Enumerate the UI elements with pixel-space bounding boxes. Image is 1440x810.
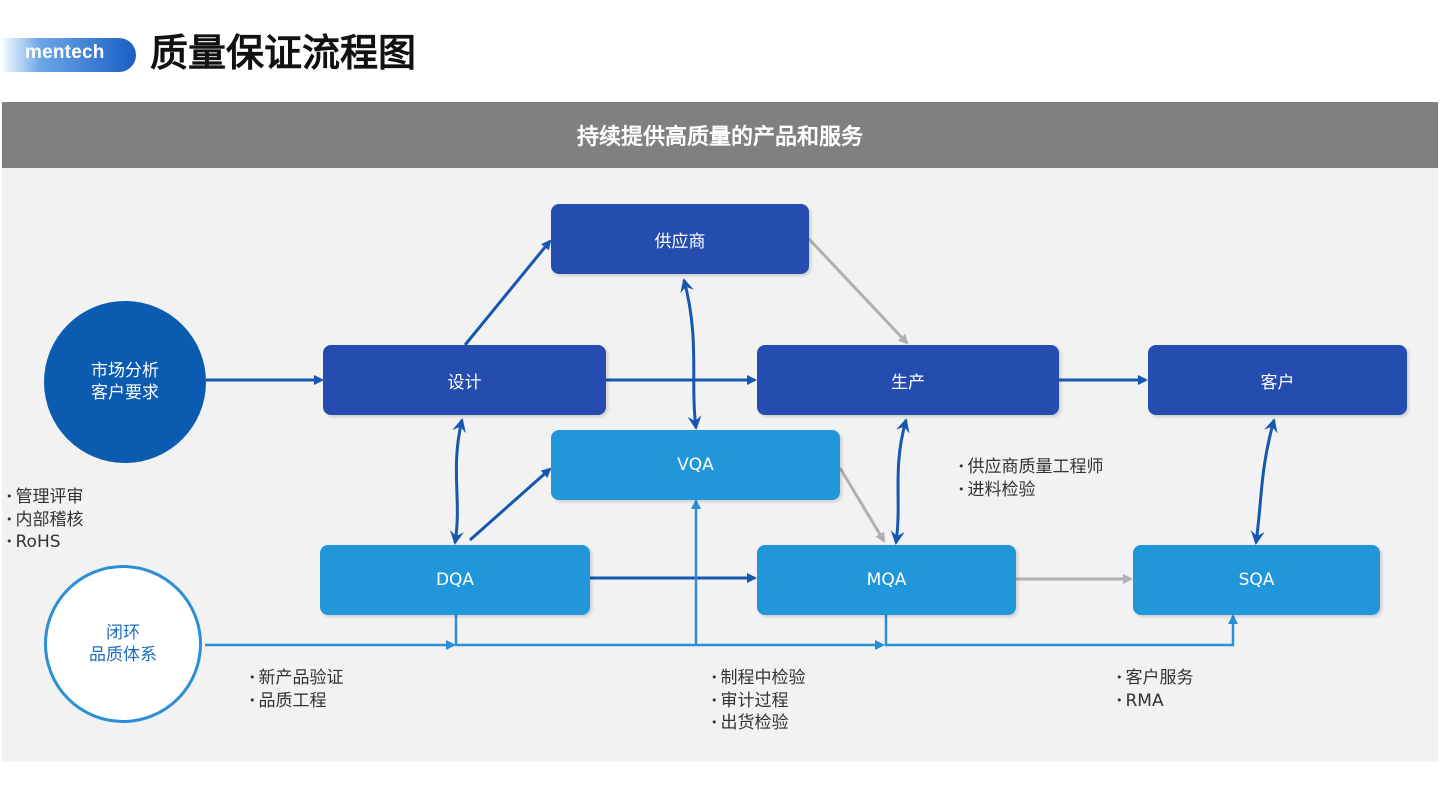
node-design: 设计 <box>323 345 606 415</box>
arrow-design-dqa <box>450 418 467 545</box>
banner: 持续提供高质量的产品和服务 <box>2 102 1438 168</box>
node-dqa: DQA <box>320 545 590 615</box>
notes-management: 管理评审 内部稽核 RoHS <box>6 487 84 555</box>
note-item: RMA <box>1116 691 1194 714</box>
node-sqa: SQA <box>1133 545 1380 615</box>
page-title: 质量保证流程图 <box>150 31 417 75</box>
arrow-supplier-vqa <box>680 278 702 430</box>
notes-dqa: 新产品验证 品质工程 <box>249 668 344 713</box>
logo: mentech <box>25 42 105 63</box>
note-item: 出货检验 <box>711 713 806 736</box>
arrow-supplier-production <box>807 237 909 345</box>
note-item: 供应商质量工程师 <box>958 457 1104 480</box>
note-item: 进料检验 <box>958 480 1104 503</box>
loop-line-2: 品质体系 <box>89 645 157 665</box>
note-item: 审计过程 <box>711 691 806 714</box>
arrow-dqa-feedback <box>454 614 885 650</box>
market-line-2: 客户要求 <box>91 383 159 403</box>
node-mqa: MQA <box>757 545 1016 615</box>
note-item: 制程中检验 <box>711 668 806 691</box>
note-item: 客户服务 <box>1116 668 1194 691</box>
arrow-dqa-vqa <box>469 467 552 542</box>
notes-sqa: 客户服务 RMA <box>1116 668 1194 713</box>
node-customer: 客户 <box>1148 345 1407 415</box>
notes-vqa: 供应商质量工程师 进料检验 <box>958 457 1104 502</box>
market-analysis-circle: 市场分析 客户要求 <box>44 301 206 463</box>
note-item: 品质工程 <box>249 691 344 714</box>
arrow-design-supplier <box>463 239 552 346</box>
note-item: 内部稽核 <box>6 510 84 533</box>
arrow-mqa-sqa-feedback <box>884 614 1238 647</box>
notes-mqa: 制程中检验 审计过程 出货检验 <box>711 668 806 736</box>
node-production: 生产 <box>757 345 1059 415</box>
note-item: 新产品验证 <box>249 668 344 691</box>
node-vqa: VQA <box>551 430 840 500</box>
note-item: 管理评审 <box>6 487 84 510</box>
loop-line-1: 闭环 <box>106 623 140 643</box>
note-item: RoHS <box>6 532 84 555</box>
arrow-customer-sqa <box>1250 418 1278 545</box>
logo-badge <box>0 38 136 72</box>
arrow-production-mqa <box>890 418 910 545</box>
market-line-1: 市场分析 <box>91 361 159 381</box>
node-supplier: 供应商 <box>551 204 809 274</box>
arrow-vqa-mqa <box>838 467 886 543</box>
closed-loop-circle: 闭环 品质体系 <box>44 565 202 723</box>
